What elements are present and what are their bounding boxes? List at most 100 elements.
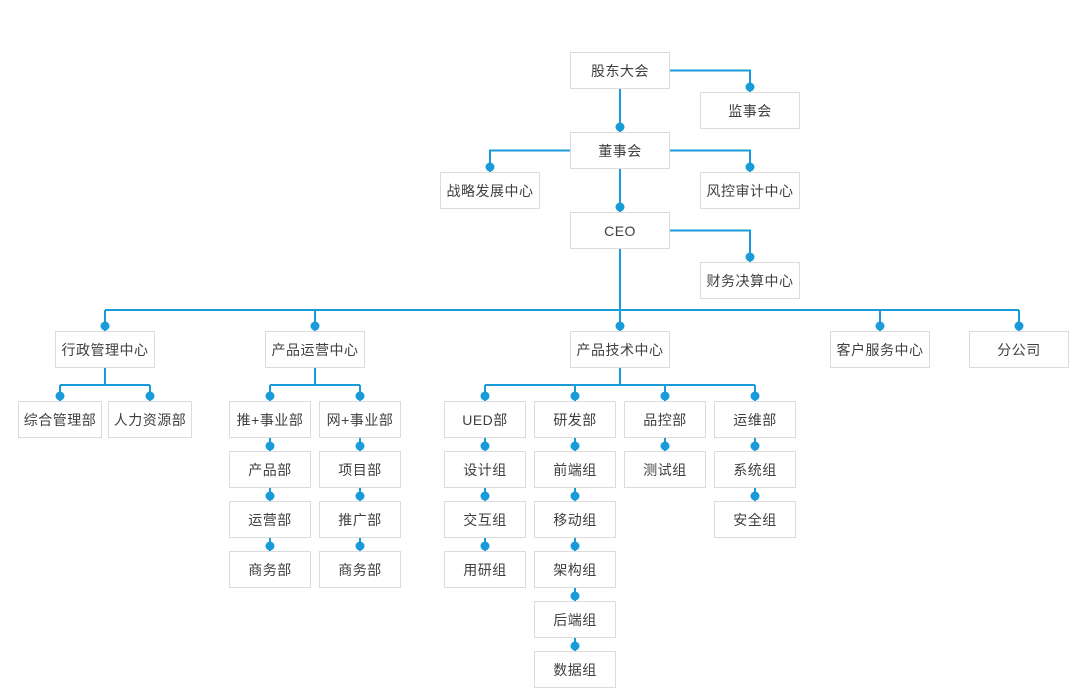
connector-dot (355, 441, 365, 451)
org-node-zhanlve: 战略发展中心 (440, 172, 540, 209)
org-node-yidongzu: 移动组 (534, 501, 616, 538)
connector-dot (480, 441, 490, 451)
org-node-caiwu: 财务决算中心 (700, 262, 800, 299)
org-node-label: 人力资源部 (113, 411, 187, 428)
connector-dot (750, 491, 760, 501)
org-node-xingzheng: 行政管理中心 (55, 331, 155, 368)
org-node-yunyingzx: 产品运营中心 (265, 331, 365, 368)
org-node-tuiguangbu: 推广部 (319, 501, 401, 538)
org-node-label: 产品运营中心 (271, 341, 359, 358)
connector-dot (1014, 321, 1024, 331)
org-node-label: 数据组 (553, 661, 597, 678)
connector-dot (355, 391, 365, 401)
connector-dot (615, 321, 625, 331)
connector-dot (265, 541, 275, 551)
org-node-ued: UED部 (444, 401, 526, 438)
org-node-label: 推+事业部 (236, 411, 304, 428)
connector-dot (570, 491, 580, 501)
connector-dot (480, 541, 490, 551)
connector-line (670, 229, 751, 262)
connector-dot (355, 491, 365, 501)
connector-dot (265, 441, 275, 451)
org-node-yunwei: 运维部 (714, 401, 796, 438)
org-node-label: 产品部 (248, 461, 292, 478)
org-node-fengkong: 风控审计中心 (700, 172, 800, 209)
connector-dot (660, 441, 670, 451)
org-node-label: 网+事业部 (326, 411, 394, 428)
org-node-zonghe: 综合管理部 (18, 401, 102, 438)
org-node-label: 设计组 (463, 461, 507, 478)
connector-dot (355, 541, 365, 551)
org-node-label: 推广部 (338, 511, 382, 528)
org-node-label: 董事会 (598, 142, 642, 159)
org-node-label: 商务部 (248, 561, 292, 578)
org-node-anquanzu: 安全组 (714, 501, 796, 538)
org-node-label: CEO (604, 222, 636, 239)
org-node-label: 系统组 (733, 461, 777, 478)
org-node-yunyingbu: 运营部 (229, 501, 311, 538)
org-node-kefu: 客户服务中心 (830, 331, 930, 368)
connector-dot (745, 252, 755, 262)
connector-dot (480, 491, 490, 501)
org-node-xitongzu: 系统组 (714, 451, 796, 488)
connector-dot (570, 391, 580, 401)
org-node-gudonghui: 股东大会 (570, 52, 670, 89)
org-node-label: 产品技术中心 (576, 341, 664, 358)
org-node-dongshihui: 董事会 (570, 132, 670, 169)
org-node-label: 监事会 (728, 102, 772, 119)
org-node-label: 财务决算中心 (706, 272, 794, 289)
connector-dot (750, 441, 760, 451)
org-node-shangwubu2: 商务部 (319, 551, 401, 588)
org-node-xiangmubu: 项目部 (319, 451, 401, 488)
org-node-wangshiye: 网+事业部 (319, 401, 401, 438)
connector-line (269, 368, 361, 401)
org-node-label: 综合管理部 (23, 411, 97, 428)
org-node-jishuzx: 产品技术中心 (570, 331, 670, 368)
org-node-label: 用研组 (463, 561, 507, 578)
connector-dot (615, 202, 625, 212)
org-node-chanpinbu: 产品部 (229, 451, 311, 488)
org-node-ceo: CEO (570, 212, 670, 249)
org-node-shejizu: 设计组 (444, 451, 526, 488)
org-node-renli: 人力资源部 (108, 401, 192, 438)
connector-dot (145, 391, 155, 401)
org-node-label: 移动组 (553, 511, 597, 528)
connector-dot (310, 321, 320, 331)
org-node-label: 品控部 (643, 411, 687, 428)
org-node-label: 运营部 (248, 511, 292, 528)
org-node-label: 风控审计中心 (706, 182, 794, 199)
connector-dot (745, 82, 755, 92)
org-node-jiagouzu: 架构组 (534, 551, 616, 588)
connector-dot (480, 391, 490, 401)
connector-dot (570, 641, 580, 651)
org-node-tuishiye: 推+事业部 (229, 401, 311, 438)
connector-dot (750, 391, 760, 401)
connector-dot (570, 541, 580, 551)
org-node-label: UED部 (462, 411, 508, 428)
connector-dot (745, 162, 755, 172)
connector-dot (265, 491, 275, 501)
org-node-label: 分公司 (997, 341, 1041, 358)
org-node-label: 客户服务中心 (836, 341, 924, 358)
connector-dot (485, 162, 495, 172)
org-node-qianduanzu: 前端组 (534, 451, 616, 488)
org-node-label: 测试组 (643, 461, 687, 478)
org-node-shangwubu1: 商务部 (229, 551, 311, 588)
org-node-jiaohuzu: 交互组 (444, 501, 526, 538)
org-node-houduanzu: 后端组 (534, 601, 616, 638)
org-node-label: 运维部 (733, 411, 777, 428)
org-node-yongyanzu: 用研组 (444, 551, 526, 588)
org-node-label: 安全组 (733, 511, 777, 528)
org-node-ceshizu: 测试组 (624, 451, 706, 488)
connector-line (59, 368, 151, 401)
org-node-label: 交互组 (463, 511, 507, 528)
org-node-label: 后端组 (553, 611, 597, 628)
org-node-label: 商务部 (338, 561, 382, 578)
connector-dot (570, 591, 580, 601)
org-node-fengongsi: 分公司 (969, 331, 1069, 368)
org-node-label: 股东大会 (591, 62, 649, 79)
connector-dot (265, 391, 275, 401)
connector-dot (660, 391, 670, 401)
